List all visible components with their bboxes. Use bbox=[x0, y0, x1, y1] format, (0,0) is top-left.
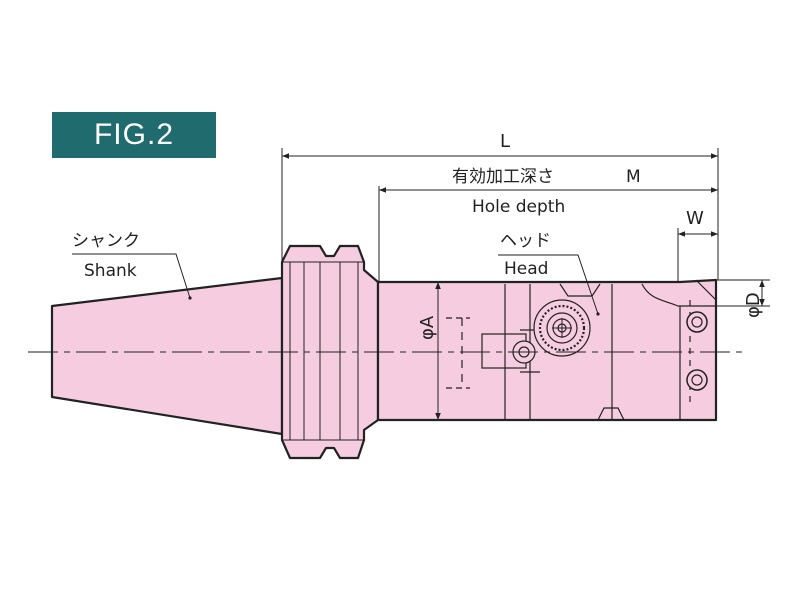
dim-L-label: L bbox=[500, 131, 510, 152]
figure-label-text: FIG.2 bbox=[93, 118, 174, 151]
figure-label: FIG.2 bbox=[52, 112, 216, 158]
dim-M-label: M bbox=[626, 167, 641, 187]
insert-screws bbox=[686, 311, 708, 391]
head-jp-label: ヘッド bbox=[500, 231, 551, 251]
shank-en-label: Shank bbox=[84, 261, 137, 281]
dim-M-en-label: Hole depth bbox=[472, 197, 565, 217]
dim-phiD-label: φD bbox=[743, 292, 764, 318]
dim-phiA-label: φA bbox=[417, 315, 438, 340]
shank-jp-label: シャンク bbox=[72, 231, 140, 251]
adjustment-dial bbox=[533, 299, 591, 357]
taper-shank bbox=[50, 276, 284, 436]
dimension-lines bbox=[72, 148, 770, 420]
dim-M-jp-label: 有効加工深さ bbox=[452, 167, 554, 187]
head-en-label: Head bbox=[504, 259, 548, 279]
dim-W-label: W bbox=[686, 208, 704, 229]
flange-details bbox=[282, 261, 364, 441]
